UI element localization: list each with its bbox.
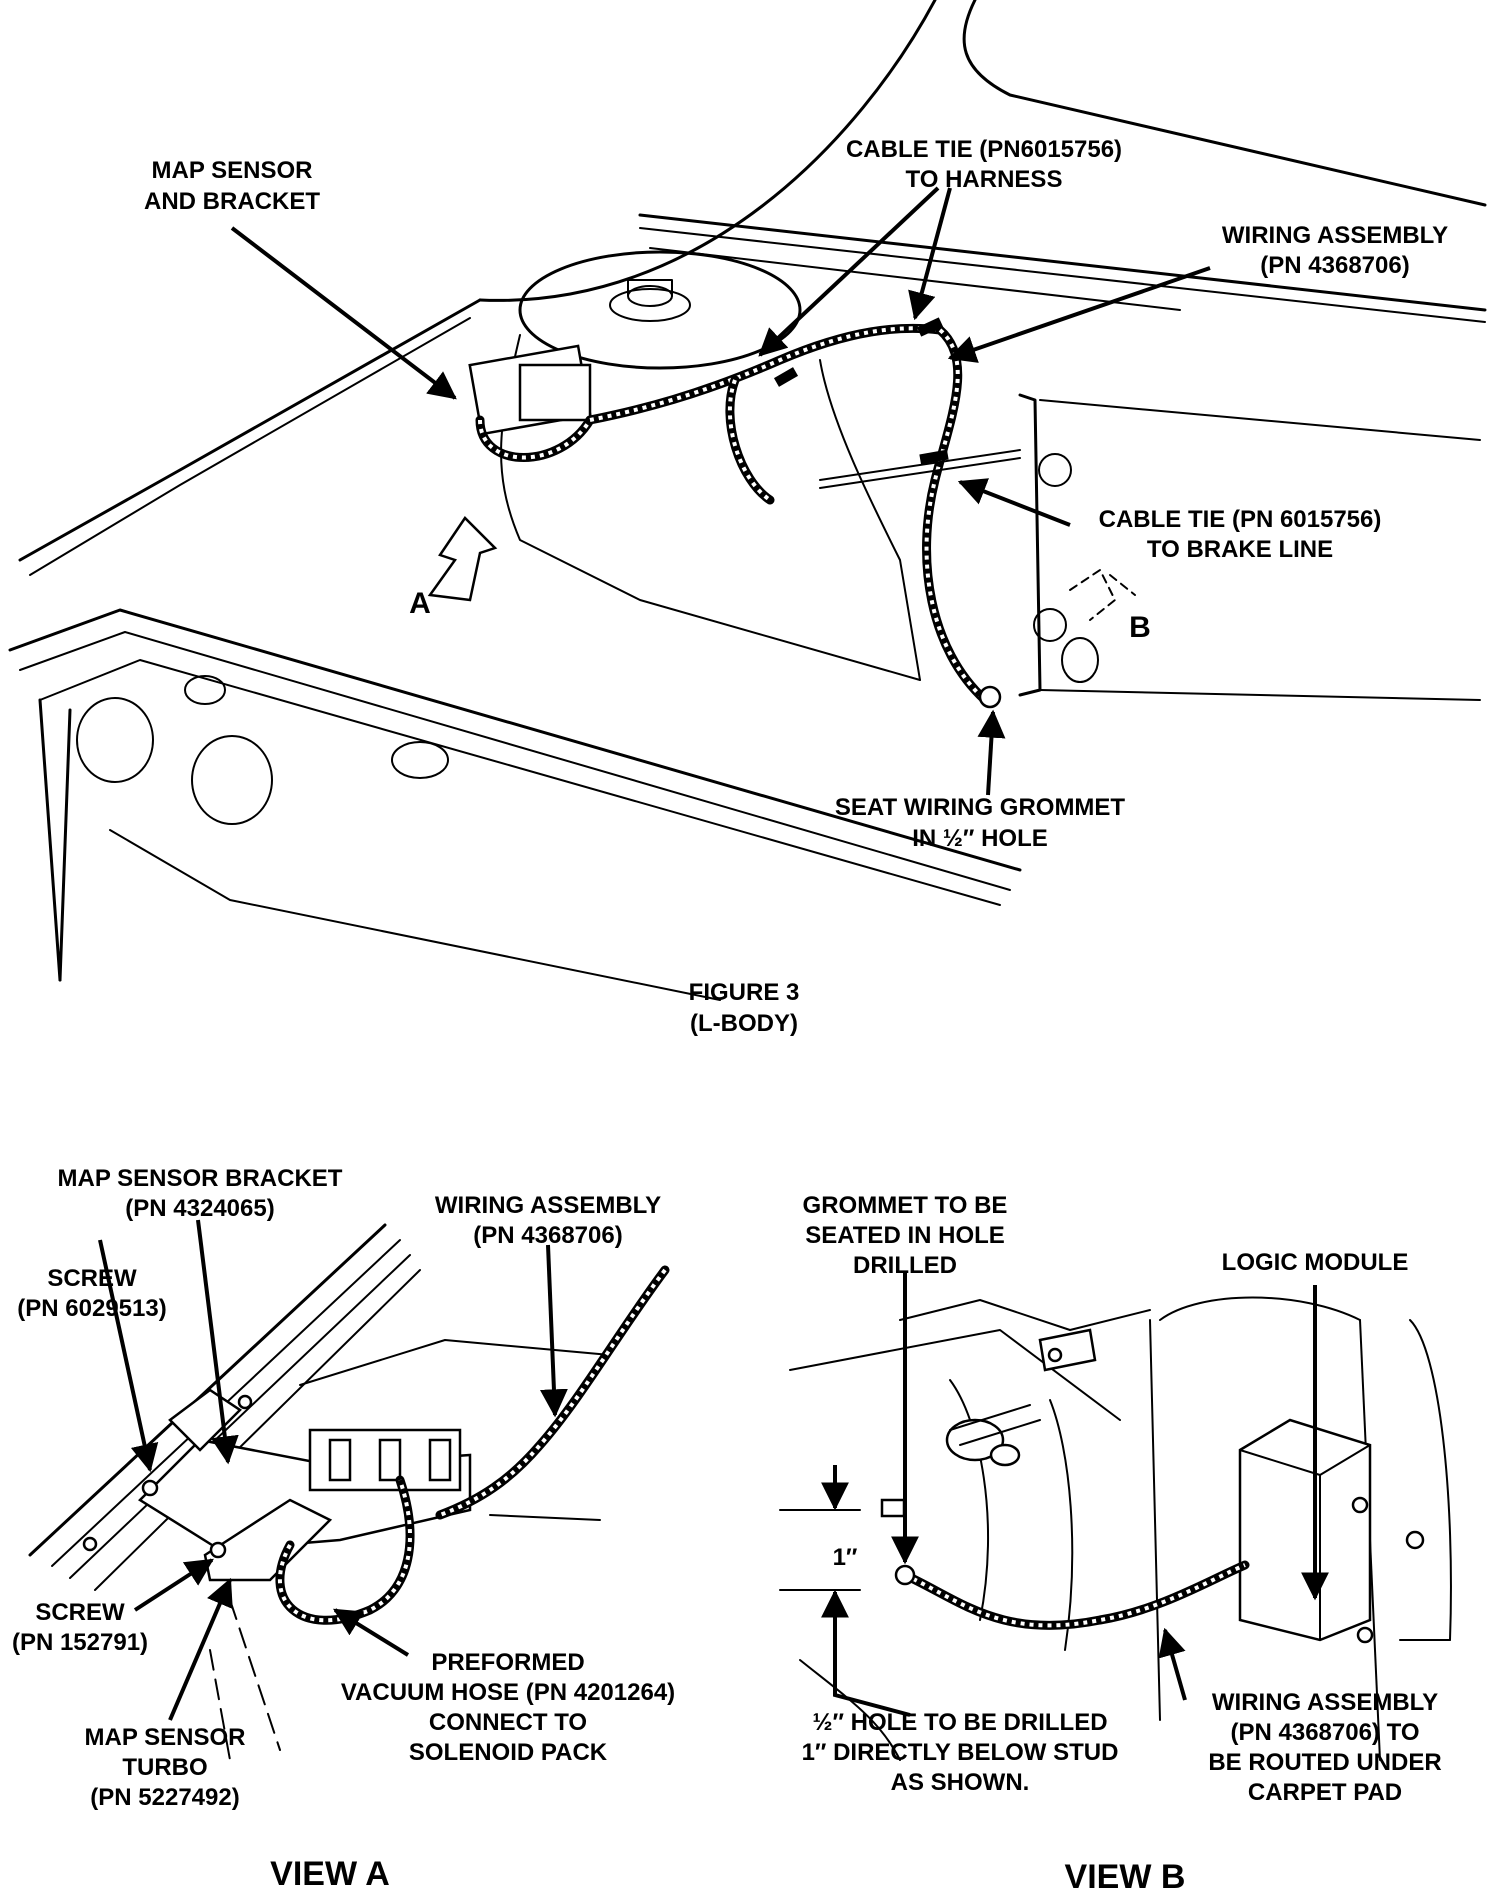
label-wiring-a-2: (PN 4368706) <box>473 1222 622 1249</box>
label-wiring-b-4: CARPET PAD <box>1248 1779 1402 1806</box>
marker-view-b: B <box>1129 611 1151 644</box>
label-hose-4: SOLENOID PACK <box>409 1739 608 1766</box>
label-hose-3: CONNECT TO <box>429 1709 587 1736</box>
view-a-labels: MAP SENSOR BRACKET (PN 4324065) WIRING A… <box>12 1165 675 1893</box>
label-logic-module: LOGIC MODULE <box>1222 1249 1409 1276</box>
label-bracket-1: MAP SENSOR BRACKET <box>58 1165 343 1192</box>
label-hole-2: 1″ DIRECTLY BELOW STUD <box>802 1739 1119 1766</box>
label-hole-1: ½″ HOLE TO BE DRILLED <box>812 1709 1107 1736</box>
label-grommet-1: GROMMET TO BE <box>803 1192 1008 1219</box>
view-a-leaders <box>98 1219 568 1721</box>
figure-3-illustration <box>8 0 1487 1001</box>
label-cable-tie-harness-1: CABLE TIE (PN6015756) <box>846 136 1122 163</box>
label-cable-tie-brake-2: TO BRAKE LINE <box>1147 536 1333 563</box>
label-screw-1-1: SCREW <box>47 1265 137 1292</box>
label-map-sensor-2: AND BRACKET <box>144 188 320 215</box>
figure-subtitle: (L-BODY) <box>690 1010 798 1037</box>
view-b-labels: GROMMET TO BE SEATED IN HOLE DRILLED LOG… <box>802 1192 1442 1895</box>
label-seat-grommet-1: SEAT WIRING GROMMET <box>835 794 1126 821</box>
label-seat-grommet-2: IN ½″ HOLE <box>912 825 1048 852</box>
label-wiring-a-1: WIRING ASSEMBLY <box>435 1192 661 1219</box>
label-hose-2: VACUUM HOSE (PN 4201264) <box>341 1679 675 1706</box>
label-bracket-2: (PN 4324065) <box>125 1195 274 1222</box>
figure-3-leaders <box>230 186 1211 796</box>
view-b-illustration <box>779 1296 1452 1761</box>
label-hose-1: PREFORMED <box>431 1649 584 1676</box>
view-b-title: VIEW B <box>1065 1858 1186 1890</box>
label-map-sensor-1: MAP SENSOR <box>152 157 313 184</box>
label-wiring-b-3: BE ROUTED UNDER <box>1208 1749 1441 1776</box>
label-wiring-assembly-1: WIRING ASSEMBLY <box>1222 222 1448 249</box>
label-screw-2-2: (PN 152791) <box>12 1629 148 1656</box>
figure-3-labels: MAP SENSOR AND BRACKET CABLE TIE (PN6015… <box>144 136 1448 1037</box>
label-hole-3: AS SHOWN. <box>891 1769 1030 1796</box>
label-wiring-assembly-2: (PN 4368706) <box>1260 252 1409 279</box>
label-screw-2-1: SCREW <box>35 1599 125 1626</box>
label-sensor-2: TURBO <box>122 1754 207 1781</box>
label-cable-tie-brake-1: CABLE TIE (PN 6015756) <box>1099 506 1382 533</box>
view-a-title: VIEW A <box>270 1855 390 1890</box>
view-b-leaders <box>833 1272 1329 1717</box>
view-a-illustration <box>28 1223 670 1761</box>
label-grommet-2: SEATED IN HOLE <box>805 1222 1005 1249</box>
label-sensor-3: (PN 5227492) <box>90 1784 239 1811</box>
marker-view-a: A <box>409 587 431 620</box>
label-dimension: 1″ <box>833 1544 858 1571</box>
label-wiring-b-1: WIRING ASSEMBLY <box>1212 1689 1438 1716</box>
label-screw-1-2: (PN 6029513) <box>17 1295 166 1322</box>
label-wiring-b-2: (PN 4368706) TO <box>1231 1719 1420 1746</box>
figure-title: FIGURE 3 <box>689 979 800 1006</box>
label-cable-tie-harness-2: TO HARNESS <box>906 166 1063 193</box>
label-sensor-1: MAP SENSOR <box>85 1724 246 1751</box>
label-grommet-3: DRILLED <box>853 1252 957 1279</box>
